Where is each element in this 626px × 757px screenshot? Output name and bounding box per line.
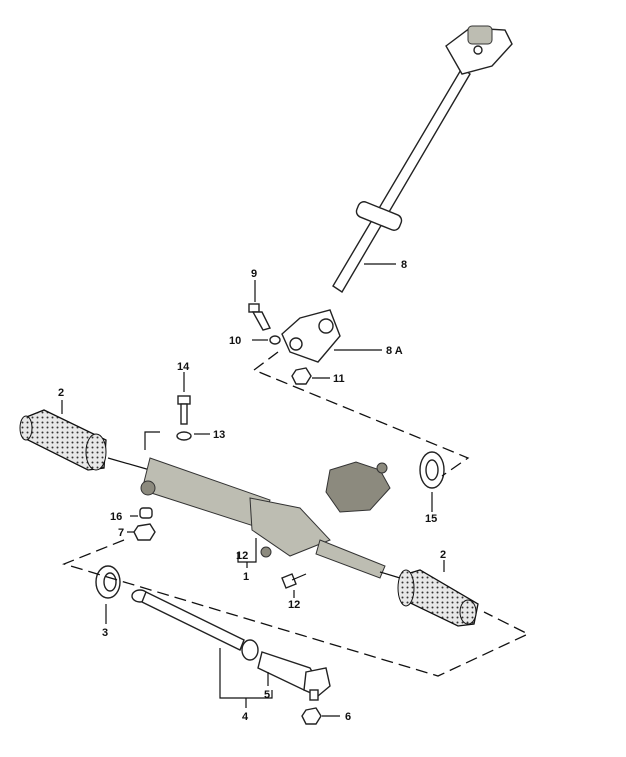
- callout-7: 7: [118, 527, 124, 539]
- nut-7: [133, 523, 156, 541]
- clamp-3: [95, 565, 121, 599]
- washer-10: [269, 335, 281, 345]
- callout-2-right: 2: [440, 549, 446, 561]
- callout-5: 5: [264, 689, 270, 701]
- callout-8: 8: [401, 259, 407, 271]
- callout-8a: 8 A: [386, 345, 403, 357]
- callout-13: 13: [213, 429, 225, 441]
- callout-12-lower: 12: [288, 599, 300, 611]
- callout-9: 9: [251, 268, 257, 280]
- callout-labels: 9 8 10 8 A 11 14 2 13 15 16 7 12 1 2 3 1…: [58, 259, 446, 723]
- callout-2-left: 2: [58, 387, 64, 399]
- callout-4: 4: [242, 711, 249, 723]
- steering-rack: [107, 457, 401, 579]
- callout-6: 6: [345, 711, 351, 723]
- callout-16: 16: [110, 511, 122, 523]
- callout-10: 10: [229, 335, 241, 347]
- leader-lines: [61, 263, 445, 717]
- callout-3: 3: [102, 627, 108, 639]
- nut-11: [291, 367, 312, 385]
- dashed-boundary-lower: [62, 539, 530, 677]
- callout-15: 15: [425, 513, 437, 525]
- universal-joint: [281, 309, 341, 363]
- bolt-14: [177, 395, 191, 425]
- seal-15: [419, 451, 445, 489]
- tie-rod: [131, 589, 331, 701]
- dashed-boundary-upper: [252, 351, 470, 477]
- washer-16: [139, 507, 153, 519]
- boot-left: [19, 409, 107, 471]
- callout-12-upper: 12: [236, 550, 248, 562]
- callout-14: 14: [177, 361, 190, 373]
- nut-6: [301, 707, 322, 725]
- callout-1: 1: [243, 571, 249, 583]
- callout-11: 11: [333, 373, 345, 385]
- washer-13: [176, 431, 192, 441]
- steering-shaft: [332, 25, 513, 293]
- bolt-9: [248, 303, 272, 331]
- bolt-12: [281, 573, 307, 589]
- boot-right: [397, 569, 479, 627]
